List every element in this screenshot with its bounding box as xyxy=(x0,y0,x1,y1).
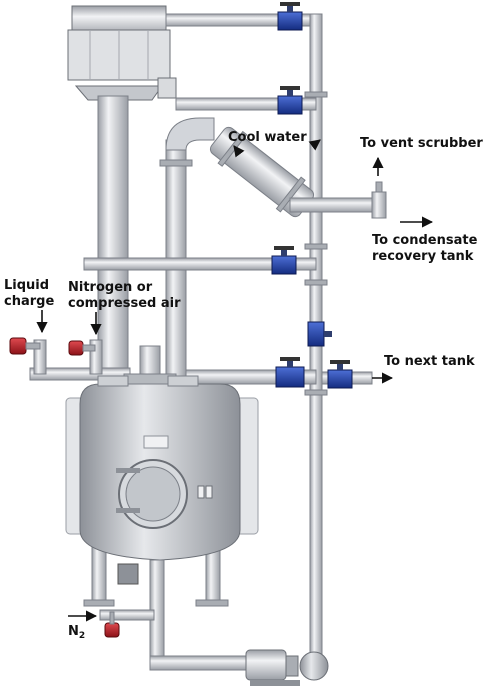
drain-pipe xyxy=(99,559,261,671)
condenser-unit xyxy=(67,5,177,101)
condensate-line1: To condensate xyxy=(372,233,478,248)
valve-top[interactable] xyxy=(277,2,303,31)
liquid-charge-line1: Liquid xyxy=(4,278,50,293)
valve-condenser-line[interactable] xyxy=(277,86,303,115)
cool-water-label: Cool water xyxy=(228,130,307,145)
n2-main: N xyxy=(68,624,79,639)
cooling-supply-pipe xyxy=(165,13,328,655)
valve-nitrogen[interactable] xyxy=(68,340,96,356)
next-tank-label: To next tank xyxy=(384,354,475,369)
valve-vessel-line[interactable] xyxy=(275,357,305,388)
valve-middle-line[interactable] xyxy=(271,246,297,275)
condensate-outlet-pipe xyxy=(289,181,387,219)
middle-cooling-pipe xyxy=(83,257,317,271)
vapor-column-pipe xyxy=(97,95,129,387)
valve-liquid-charge[interactable] xyxy=(9,337,41,355)
flow-arrows xyxy=(36,139,434,622)
n2-subscript: 2 xyxy=(78,631,86,641)
vapor-pipe xyxy=(159,117,215,387)
liquid-charge-label: Liquid charge xyxy=(4,278,54,310)
n2-label: N2 xyxy=(68,624,85,641)
nitrogen-line2: compressed air xyxy=(68,296,181,311)
reactor-vessel xyxy=(65,345,259,607)
liquid-charge-line2: charge xyxy=(4,294,55,309)
condensate-line2: recovery tank xyxy=(372,249,474,264)
condensate-label: To condensate recovery tank xyxy=(372,233,477,265)
valve-n2[interactable] xyxy=(104,611,120,638)
pump xyxy=(245,649,329,686)
nitrogen-label: Nitrogen or compressed air xyxy=(68,280,180,312)
valve-next-tank[interactable] xyxy=(327,360,353,389)
valve-vertical[interactable] xyxy=(307,321,332,347)
vent-scrubber-label: To vent scrubber xyxy=(360,136,483,151)
nitrogen-line1: Nitrogen or xyxy=(68,280,153,295)
